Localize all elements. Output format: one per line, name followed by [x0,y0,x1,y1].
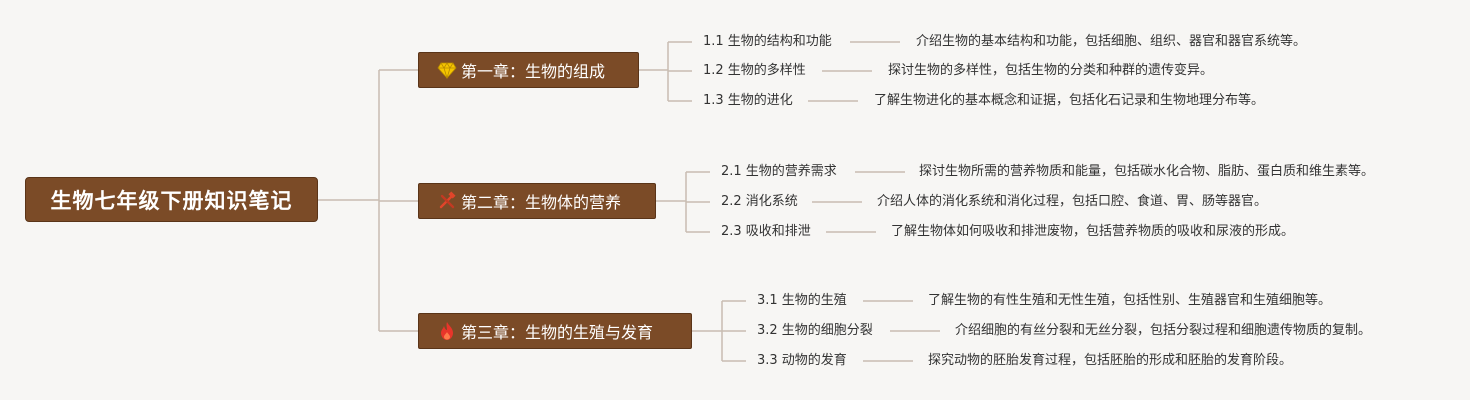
section-label-1-1[interactable]: 1.1 生物的结构和功能 [703,34,832,49]
section-desc-2-2[interactable]: 介绍人体的消化系统和消化过程，包括口腔、食道、胃、肠等器官。 [877,194,1268,209]
section-label-3-3[interactable]: 3.3 动物的发育 [757,353,847,368]
fire-icon [437,321,457,341]
gem-icon [437,60,457,80]
section-label-3-2[interactable]: 3.2 生物的细胞分裂 [757,323,873,338]
section-desc-2-1[interactable]: 探讨生物所需的营养物质和能量，包括碳水化合物、脂肪、蛋白质和维生素等。 [919,164,1375,179]
tools-icon [437,191,457,211]
section-label-1-3[interactable]: 1.3 生物的进化 [703,93,793,108]
section-label-2-1[interactable]: 2.1 生物的营养需求 [721,164,837,179]
section-desc-1-3[interactable]: 了解生物进化的基本概念和证据，包括化石记录和生物地理分布等。 [874,93,1265,108]
section-desc-3-2[interactable]: 介绍细胞的有丝分裂和无丝分裂，包括分裂过程和细胞遗传物质的复制。 [955,323,1372,338]
section-desc-1-1[interactable]: 介绍生物的基本结构和功能，包括细胞、组织、器官和器官系统等。 [916,34,1307,49]
chapter-label-3: 第三章：生物的生殖与发育 [461,323,654,342]
root-topic[interactable]: 生物七年级下册知识笔记 [25,177,318,222]
chapter-label-2: 第二章：生物体的营养 [461,193,622,212]
section-desc-1-2[interactable]: 探讨生物的多样性，包括生物的分类和种群的遗传变异。 [888,63,1214,78]
chapter-node-2[interactable]: 第二章：生物体的营养 [418,183,656,219]
chapter-node-3[interactable]: 第三章：生物的生殖与发育 [418,313,692,349]
chapter-label-1: 第一章：生物的组成 [461,62,606,81]
section-desc-2-3[interactable]: 了解生物体如何吸收和排泄废物，包括营养物质的吸收和尿液的形成。 [891,224,1295,239]
section-label-2-2[interactable]: 2.2 消化系统 [721,194,798,209]
section-label-3-1[interactable]: 3.1 生物的生殖 [757,293,847,308]
root-topic-label: 生物七年级下册知识笔记 [50,188,293,213]
chapter-node-1[interactable]: 第一章：生物的组成 [418,52,639,88]
section-label-2-3[interactable]: 2.3 吸收和排泄 [721,224,811,239]
section-label-1-2[interactable]: 1.2 生物的多样性 [703,63,806,78]
section-desc-3-3[interactable]: 探究动物的胚胎发育过程，包括胚胎的形成和胚胎的发育阶段。 [928,353,1293,368]
section-desc-3-1[interactable]: 了解生物的有性生殖和无性生殖，包括性别、生殖器官和生殖细胞等。 [928,293,1332,308]
